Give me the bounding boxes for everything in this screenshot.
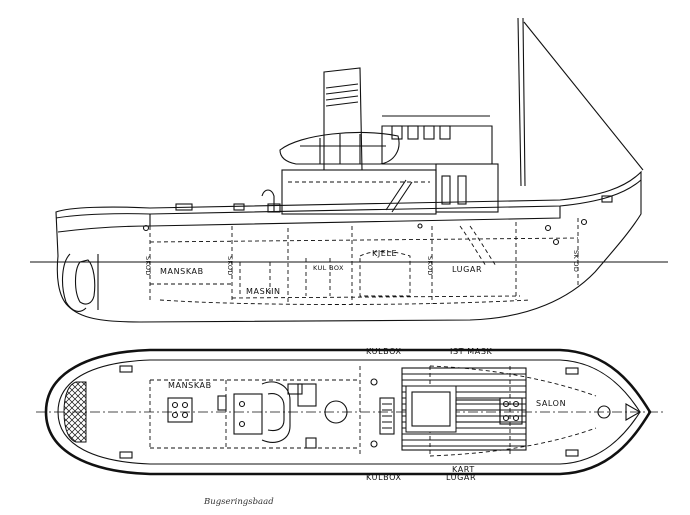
- stool: [512, 414, 520, 422]
- stool: [171, 401, 179, 409]
- stool: [502, 414, 510, 422]
- lifeboat-ribs: [300, 134, 386, 164]
- funnel-plan: [324, 400, 348, 424]
- bollard: [601, 195, 613, 203]
- label-manskab: MANSKAB: [160, 267, 204, 276]
- vent: [370, 440, 378, 448]
- mast: [517, 17, 526, 187]
- engine-detail: [238, 400, 246, 408]
- label-skod-1: SKOD: [144, 256, 152, 276]
- lifeboat: [279, 131, 400, 165]
- stern-grating: [63, 381, 87, 443]
- funnel-bands: [325, 83, 359, 107]
- engine-curve-inner: [267, 393, 285, 432]
- pump: [287, 383, 303, 395]
- engine-detail: [238, 420, 246, 428]
- hull-outline: [55, 170, 642, 323]
- fitting: [305, 437, 317, 449]
- stool: [171, 411, 179, 419]
- chart-table: [455, 399, 501, 423]
- boiler-hatch: [379, 397, 395, 435]
- engine-curve: [261, 381, 291, 443]
- plan-inner-line: [429, 427, 597, 457]
- davit: [385, 179, 413, 213]
- porthole: [417, 223, 423, 229]
- stool: [502, 400, 510, 408]
- plan-label-kulbox-bottom: KULBOX: [366, 473, 402, 482]
- boiler-hatch-bars: [382, 403, 392, 429]
- door: [441, 175, 451, 205]
- stair-line: [459, 225, 487, 267]
- label-skod-2: SKOD: [226, 256, 234, 276]
- funnel: [323, 67, 363, 171]
- vent: [370, 378, 378, 386]
- stool: [181, 401, 189, 409]
- porthole: [580, 218, 588, 226]
- wheelhouse-plan: [405, 385, 457, 433]
- forestay: [523, 21, 644, 171]
- plan-label-lugar: LUGAR: [446, 473, 476, 482]
- winch: [267, 203, 281, 213]
- sheer-strake: [149, 206, 561, 227]
- propeller-aperture: [74, 259, 96, 305]
- label-skod-3: SKOD: [426, 256, 434, 276]
- label-kulbox: KUL BOX: [313, 264, 344, 272]
- floor-line: [150, 283, 521, 299]
- bow-strake: [57, 225, 151, 233]
- bollard: [565, 449, 579, 457]
- deck-plan: MANSKAB KULBOX IST MASK SALON KULBOX KAR…: [36, 347, 664, 482]
- rudder: [61, 253, 87, 312]
- plan-inner-line: [429, 365, 597, 397]
- wheelhouse-window: [439, 125, 451, 140]
- bollard: [119, 451, 133, 459]
- plan-label-kart: KART: [452, 465, 475, 474]
- porthole: [552, 238, 560, 246]
- label-kjele: KJELE: [372, 249, 397, 258]
- caption: Bugseringsbaad: [203, 497, 274, 507]
- wheelhouse-inner: [411, 391, 451, 427]
- plan-label-ist-mask: IST MASK: [450, 347, 493, 356]
- wheelhouse-window: [391, 125, 403, 140]
- porthole: [544, 224, 552, 232]
- engine-room-skylight: [297, 383, 317, 407]
- wheelhouse-lower: [435, 163, 499, 213]
- coal-box-frame: [305, 258, 331, 296]
- crew-table: [167, 397, 193, 423]
- bollard: [565, 367, 579, 375]
- side-elevation: MANSKAB MASKIN KJELE LUGAR KUL BOX SKOD …: [30, 17, 668, 323]
- stair-line: [469, 225, 497, 267]
- door: [457, 175, 467, 205]
- plan-label-salon: SALON: [536, 399, 566, 408]
- plan-label-kulbox-top: KULBOX: [366, 347, 402, 356]
- wheelhouse-window: [423, 125, 435, 140]
- fore-hatch: [597, 405, 611, 419]
- label-maskin: MASKIN: [246, 287, 281, 296]
- hatch: [175, 203, 193, 211]
- engine-block: [233, 393, 263, 435]
- label-skod-4: SK'OD: [572, 250, 580, 272]
- wheelhouse-window: [407, 125, 419, 140]
- plan-inner-line: [150, 379, 360, 449]
- stool: [181, 411, 189, 419]
- porthole: [142, 224, 150, 232]
- boiler: [359, 251, 411, 297]
- stove: [217, 395, 227, 411]
- bollard: [233, 203, 245, 211]
- ventilator: [261, 189, 275, 212]
- keel-line: [159, 299, 531, 305]
- bridge-deck: [401, 367, 527, 451]
- inner-deck: [149, 237, 579, 243]
- label-lugar: LUGAR: [452, 265, 482, 274]
- saloon-table: [499, 397, 523, 425]
- wheelhouse: [381, 125, 493, 165]
- deck-line: [55, 179, 642, 219]
- deckhouse: [281, 169, 437, 215]
- engine-frame: [239, 262, 271, 296]
- bow-stem: [625, 403, 642, 421]
- stool: [512, 400, 520, 408]
- bollard: [119, 365, 133, 373]
- plan-label-manskab: MANSKAB: [168, 381, 212, 390]
